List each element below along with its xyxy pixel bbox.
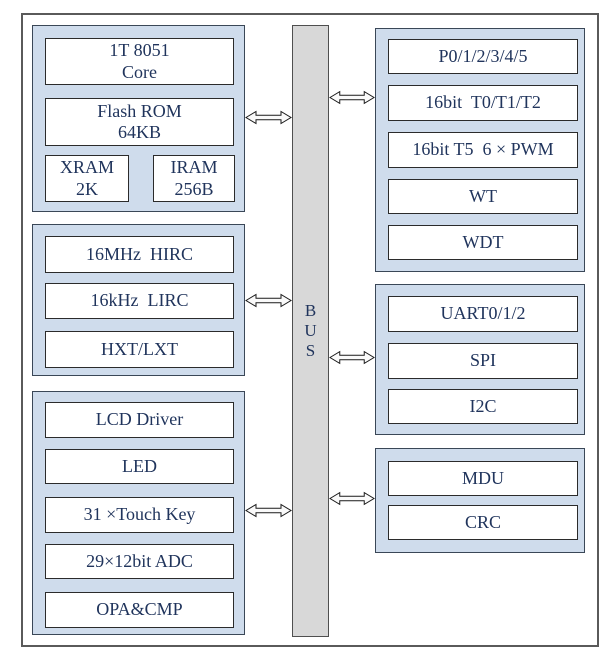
- block-i2c: I2C: [388, 389, 578, 424]
- block-flash-rom: Flash ROM 64KB: [45, 98, 234, 146]
- block-opa-cmp: OPA&CMP: [45, 592, 234, 628]
- block-spi: SPI: [388, 343, 578, 379]
- block-line: 1T 8051: [109, 40, 170, 61]
- block-iram: IRAM 256B: [153, 155, 235, 202]
- block-wdt: WDT: [388, 225, 578, 260]
- block-line: I2C: [469, 395, 497, 416]
- block-hirc: 16MHz HIRC: [45, 236, 234, 273]
- group-clock-sources: 16MHz HIRC 16kHz LIRC HXT/LXT: [32, 224, 245, 376]
- group-ports-and-timers: P0/1/2/3/4/5 16bit T0/T1/T2 16bit T5 6 ×…: [375, 28, 585, 272]
- block-line: LCD Driver: [95, 409, 184, 430]
- bus-letter: B: [304, 301, 317, 320]
- group-math-units: MDU CRC: [375, 448, 585, 553]
- bus-letter: U: [304, 321, 317, 340]
- block-line: SPI: [469, 350, 496, 371]
- double-arrow-icon-analog-to-bus: [245, 503, 292, 518]
- block-line: XRAM: [59, 157, 114, 178]
- block-line: 31 ×Touch Key: [83, 504, 196, 525]
- block-line: LED: [122, 455, 157, 476]
- block-line: MDU: [461, 467, 504, 488]
- block-ports: P0/1/2/3/4/5: [388, 39, 578, 74]
- group-display-and-analog: LCD Driver LED 31 ×Touch Key 29×12bit AD…: [32, 391, 245, 635]
- block-line: 16bit T5 6 × PWM: [412, 139, 554, 160]
- block-line: 16bit T0/T1/T2: [425, 92, 541, 113]
- block-line: 16MHz HIRC: [86, 243, 193, 264]
- block-crc: CRC: [388, 505, 578, 540]
- double-arrow-icon-flash-to-bus: [245, 110, 292, 125]
- block-line: UART0/1/2: [440, 303, 526, 324]
- block-line: 16kHz LIRC: [90, 290, 189, 311]
- block-uart: UART0/1/2: [388, 296, 578, 332]
- group-serial-interfaces: UART0/1/2 SPI I2C: [375, 284, 585, 435]
- block-led: LED: [45, 449, 234, 484]
- double-arrow-icon-bus-to-timers: [329, 90, 375, 105]
- double-arrow-icon-bus-to-serial: [329, 350, 375, 365]
- block-line: Core: [122, 61, 157, 82]
- block-line: 256B: [174, 178, 214, 199]
- block-line: IRAM: [170, 157, 218, 178]
- block-line: 29×12bit ADC: [86, 550, 193, 571]
- block-line: 64KB: [117, 122, 161, 142]
- block-line: Flash ROM: [97, 100, 182, 121]
- block-adc: 29×12bit ADC: [45, 544, 234, 579]
- bus-letter: S: [305, 341, 316, 360]
- block-timers-t0-t1-t2: 16bit T0/T1/T2: [388, 85, 578, 121]
- block-1t-8051-core: 1T 8051 Core: [45, 38, 234, 85]
- bus-bar: B U S: [292, 25, 329, 637]
- double-arrow-icon-bus-to-math: [329, 491, 375, 506]
- double-arrow-icon-clock-to-bus: [245, 293, 292, 308]
- block-xram: XRAM 2K: [45, 155, 129, 202]
- block-hxt-lxt: HXT/LXT: [45, 331, 234, 368]
- block-mdu: MDU: [388, 461, 578, 496]
- block-line: WDT: [462, 231, 504, 252]
- group-core-and-memory: 1T 8051 Core Flash ROM 64KB XRAM 2K IRAM…: [32, 25, 245, 212]
- block-line: WT: [469, 185, 497, 206]
- block-wt: WT: [388, 179, 578, 214]
- block-line: OPA&CMP: [96, 599, 183, 620]
- block-timer-t5-pwm: 16bit T5 6 × PWM: [388, 132, 578, 168]
- block-line: P0/1/2/3/4/5: [438, 45, 528, 66]
- block-touch-key: 31 ×Touch Key: [45, 497, 234, 533]
- block-line: 2K: [76, 178, 98, 199]
- block-line: CRC: [464, 511, 502, 532]
- block-lcd-driver: LCD Driver: [45, 402, 234, 438]
- block-lirc: 16kHz LIRC: [45, 283, 234, 319]
- block-line: HXT/LXT: [101, 338, 178, 359]
